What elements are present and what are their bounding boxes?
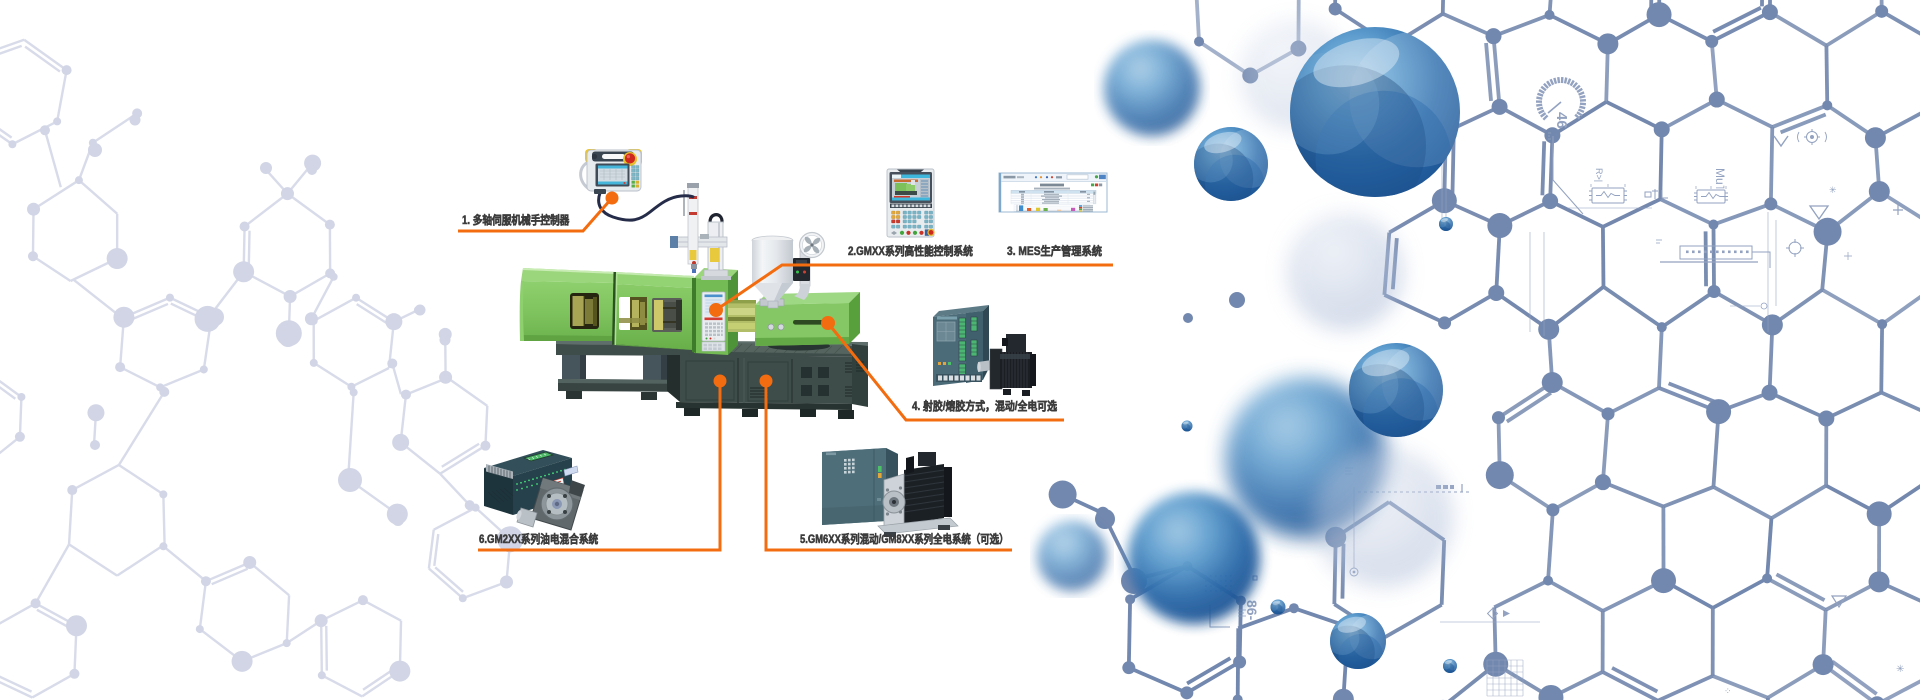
callout-dot-5 — [759, 374, 773, 388]
callout-label-2: 2.GMXX系列高性能控制系统 — [848, 246, 973, 258]
callout-dots — [605, 191, 835, 388]
svg-text:R>|: R>| — [1594, 168, 1604, 182]
product-hybrid-system — [822, 448, 959, 537]
product-servo-drive-motor — [933, 305, 1036, 396]
molecule-lattice-left — [0, 38, 524, 699]
svg-text:86-: 86- — [1244, 600, 1260, 621]
callout-lines — [458, 197, 1113, 552]
clamp-guard-right — [612, 272, 694, 350]
callout-dot-6 — [713, 374, 727, 388]
pendant-controller — [579, 149, 642, 194]
callout-label-6: 6.GM2XX系列油电混合系统 — [479, 534, 599, 546]
pendant-cable — [597, 192, 695, 222]
callout-dot-1 — [605, 191, 619, 205]
blue-spheres — [1037, 20, 1460, 673]
svg-text:⁘: ⁘ — [1724, 686, 1732, 696]
controller-emergency-stop-button — [927, 228, 935, 236]
callout-label-5: 5.GM6XX系列混动/GM8XX系列全电系统（可选） — [800, 534, 1009, 546]
hopper — [751, 231, 826, 309]
svg-text:46: 46 — [1553, 112, 1570, 129]
tie-bar-area — [728, 300, 756, 332]
product-gmxx-controller — [886, 168, 935, 238]
callout-label-1: 1. 多轴伺服机械手控制器 — [462, 215, 570, 227]
svg-text:Mu˥: Mu˥ — [1713, 168, 1727, 189]
callout-label-4: 4. 射胶/熔胶方式，混动/全电可选 — [912, 401, 1058, 413]
robot-arm — [670, 183, 731, 280]
injection-molding-machine — [458, 149, 1113, 552]
callout-label-3: 3. MES生产管理系统 — [1007, 246, 1102, 258]
product-oil-electric-hybrid — [484, 450, 585, 531]
molecule-lattice-right — [1048, 0, 1920, 700]
svg-text:✳: ✳ — [1829, 185, 1837, 195]
callout-dot-4 — [821, 316, 835, 330]
clamp-guard-left — [519, 268, 616, 341]
product-mes-screenshot — [998, 172, 1108, 213]
svg-text:✳: ✳ — [1896, 664, 1904, 675]
callout-dot-2 — [709, 303, 723, 317]
injection-unit — [755, 292, 860, 346]
tech-glyphs: 46R>| Mu˥ ✳ 86- ✳ ⁘ — [1205, 76, 1904, 697]
